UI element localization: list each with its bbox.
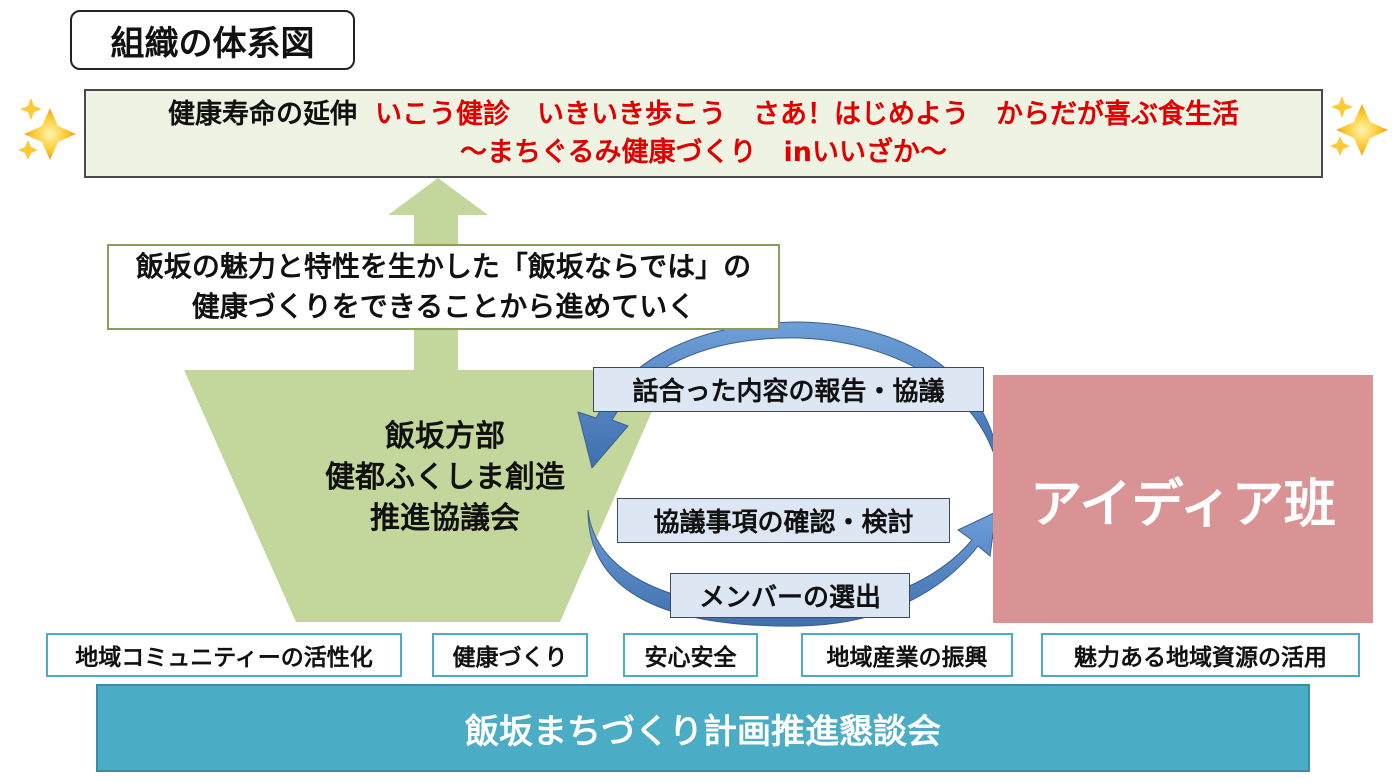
goal-box: 健康寿命の延伸 いこう健診 いきいき歩こう さあ！はじめよう からだが喜ぶ食生活… — [84, 89, 1323, 178]
sparkles-icon — [1330, 96, 1388, 156]
report-arrow — [577, 321, 1001, 470]
goal-slogans: いこう健診 いきいき歩こう さあ！はじめよう からだが喜ぶ食生活 — [375, 98, 1239, 130]
theme-community: 地域コミュニティーの活性化 — [46, 633, 402, 677]
theme-health: 健康づくり — [432, 633, 588, 677]
policy-line-2: 健康づくりをできることから進めていく — [191, 290, 696, 323]
theme-resources: 魅力ある地域資源の活用 — [1041, 633, 1360, 677]
member-selection-label: メンバーの選出 — [670, 573, 910, 618]
theme-industry: 地域産業の振興 — [801, 633, 1013, 677]
theme-safety: 安心安全 — [623, 633, 758, 677]
council-funnel — [184, 370, 670, 622]
diagram-title: 組織の体系図 — [70, 10, 355, 70]
goal-line-1: 健康寿命の延伸 いこう健診 いきいき歩こう さあ！はじめよう からだが喜ぶ食生活 — [168, 96, 1239, 134]
bottom-council-box: 飯坂まちづくり計画推進懇談会 — [96, 684, 1310, 772]
council-line-2: 健都ふくしま創造 — [325, 460, 565, 495]
council-line-1: 飯坂方部 — [385, 419, 505, 454]
goal-main-text: 健康寿命の延伸 — [168, 98, 357, 130]
report-label: 話合った内容の報告・協議 — [593, 367, 984, 412]
sparkles-icon — [18, 98, 76, 160]
policy-box: 飯坂の魅力と特性を生かした「飯坂ならでは」の 健康づくりをできることから進めてい… — [107, 244, 780, 330]
goal-subtitle: ～まちぐるみ健康づくり inいいざか～ — [460, 136, 947, 168]
policy-line-1: 飯坂の魅力と特性を生かした「飯坂ならでは」の — [135, 250, 752, 283]
council-label: 飯坂方部 健都ふくしま創造 推進協議会 — [265, 416, 625, 539]
council-line-3: 推進協議会 — [370, 501, 520, 536]
confirm-label: 協議事項の確認・検討 — [617, 498, 950, 543]
idea-group-box: アイディア班 — [993, 375, 1373, 623]
